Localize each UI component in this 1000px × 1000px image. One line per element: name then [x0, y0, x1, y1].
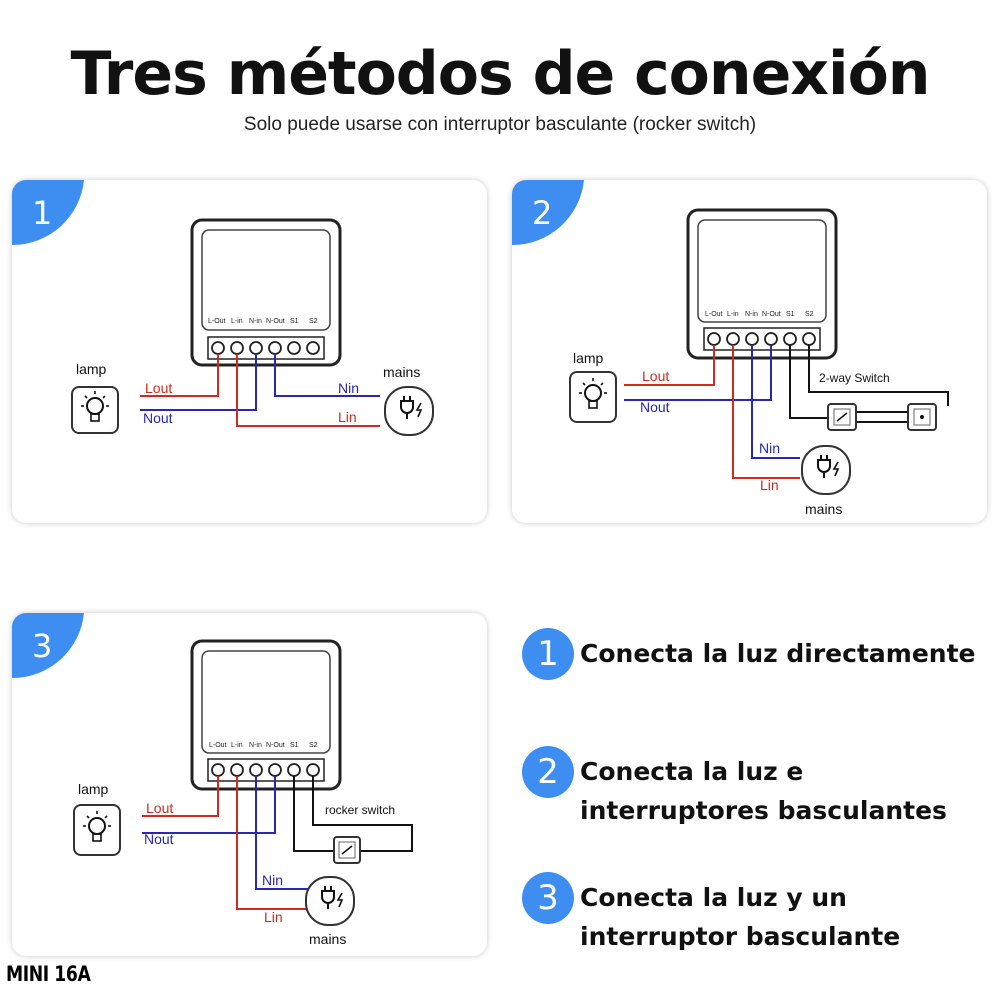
switch-icon: [333, 836, 361, 864]
wire-s1: [293, 776, 334, 852]
legend-line: Conecta la luz y un: [580, 883, 847, 912]
label-lout: Lout: [145, 380, 172, 396]
wire-lout: [142, 776, 219, 817]
terminal-label: L-Out: [208, 318, 226, 325]
legend-item-1: 1 Conecta la luz directamente: [522, 628, 992, 688]
panel-number: 3: [32, 627, 52, 665]
lamp-icon: [569, 371, 617, 423]
label-mains: mains: [309, 931, 346, 947]
label-nin: Nin: [759, 440, 780, 456]
terminal-label: N-in: [745, 311, 758, 318]
wire-nin: [751, 345, 800, 459]
legend-number-badge: 2: [522, 746, 574, 798]
terminal-label: L-in: [727, 311, 739, 318]
label-lin: Lin: [760, 477, 779, 493]
terminal-label: S2: [805, 311, 814, 318]
terminal-label: S2: [309, 742, 318, 749]
wire-s1: [789, 345, 828, 419]
terminal-label: N-in: [249, 742, 262, 749]
wire-lout: [624, 345, 715, 386]
terminal-label: N-Out: [762, 311, 781, 318]
terminal-label: S1: [290, 318, 299, 325]
wire-nout: [624, 345, 772, 401]
page-title: Tres métodos de conexión: [70, 39, 930, 109]
label-nout: Nout: [640, 399, 670, 415]
brand-label: MINI 16A: [6, 962, 91, 986]
terminal-label: L-in: [231, 318, 243, 325]
wire-nout: [140, 354, 257, 411]
wire-lout: [140, 354, 219, 397]
legend-line: Conecta la luz directamente: [580, 639, 976, 668]
legend-item-3: 3 Conecta la luz y un interruptor bascul…: [522, 872, 992, 962]
legend-number-badge: 1: [522, 628, 574, 680]
panel-number-badge: [12, 613, 84, 679]
plug-icon: [801, 445, 851, 495]
panel-number-badge: [12, 180, 84, 246]
wire-nout: [142, 776, 276, 834]
label-lin: Lin: [264, 909, 283, 925]
terminal-label: L-Out: [705, 311, 723, 318]
panel-number: 1: [32, 194, 52, 232]
terminal-label: L-in: [231, 742, 243, 749]
wire-s2: [808, 345, 949, 406]
label-switch: rocker switch: [325, 803, 395, 817]
wire-s2: [312, 776, 413, 852]
relay-module: L-Out L-in N-in N-Out S1 S2: [190, 218, 342, 367]
legend-text: Conecta la luz y un interruptor basculan…: [580, 878, 900, 956]
relay-module: L-Out L-in N-in N-Out S1 S2: [190, 639, 342, 791]
label-nout: Nout: [143, 410, 173, 426]
label-lout: Lout: [146, 800, 173, 816]
terminal-label: S1: [290, 742, 299, 749]
terminal-label: S1: [786, 311, 795, 318]
plug-icon: [305, 876, 355, 926]
label-lamp: lamp: [76, 361, 107, 377]
terminal-label: N-in: [249, 318, 262, 325]
label-lamp: lamp: [573, 350, 604, 366]
label-nout: Nout: [144, 831, 174, 847]
diagram-panel-2: 2 L-Out L-in N-in N-Out S1 S2: [512, 180, 987, 523]
label-mains: mains: [383, 364, 420, 380]
diagram-panel-3: 3 L-Out L-in N-in N-Out S1 S2: [12, 613, 487, 956]
wire-lin: [732, 345, 800, 479]
label-switch: 2-way Switch: [819, 371, 890, 385]
label-lout: Lout: [642, 368, 669, 384]
legend-text: Conecta la luz e interruptores basculant…: [580, 752, 947, 830]
legend-item-2: 2 Conecta la luz e interruptores bascula…: [522, 746, 992, 836]
wire-nin: [274, 354, 380, 397]
diagram-panel-1: 1 L-Out L-in N-in N-Out S1 S2 Lout Nout …: [12, 180, 487, 523]
wire-lin: [236, 354, 380, 427]
terminal-label: L-Out: [209, 742, 227, 749]
label-nin: Nin: [338, 380, 359, 396]
wire-lin: [236, 776, 308, 910]
legend-text: Conecta la luz directamente: [580, 634, 975, 673]
label-lin: Lin: [338, 409, 357, 425]
terminal-label: N-Out: [266, 742, 285, 749]
panel-number: 2: [532, 194, 552, 232]
label-lamp: lamp: [78, 781, 109, 797]
terminal-label: S2: [309, 318, 318, 325]
panel-number-badge: [512, 180, 584, 246]
legend-number-badge: 3: [522, 872, 574, 924]
label-mains: mains: [805, 501, 842, 517]
switch-icon: [907, 403, 937, 431]
legend-line: Conecta la luz e: [580, 757, 804, 786]
lamp-icon: [73, 804, 121, 856]
lamp-icon: [71, 386, 119, 434]
terminal-label: N-Out: [266, 318, 285, 325]
wire-nin: [255, 776, 308, 890]
legend-line: interruptor basculante: [580, 922, 901, 951]
switch-icon: [827, 403, 857, 431]
legend-line: interruptores basculantes: [580, 796, 947, 825]
page-subtitle: Solo puede usarse con interruptor bascul…: [243, 114, 757, 135]
relay-module: L-Out L-in N-in N-Out S1 S2: [686, 208, 838, 360]
label-nin: Nin: [262, 872, 283, 888]
plug-icon: [384, 386, 434, 436]
